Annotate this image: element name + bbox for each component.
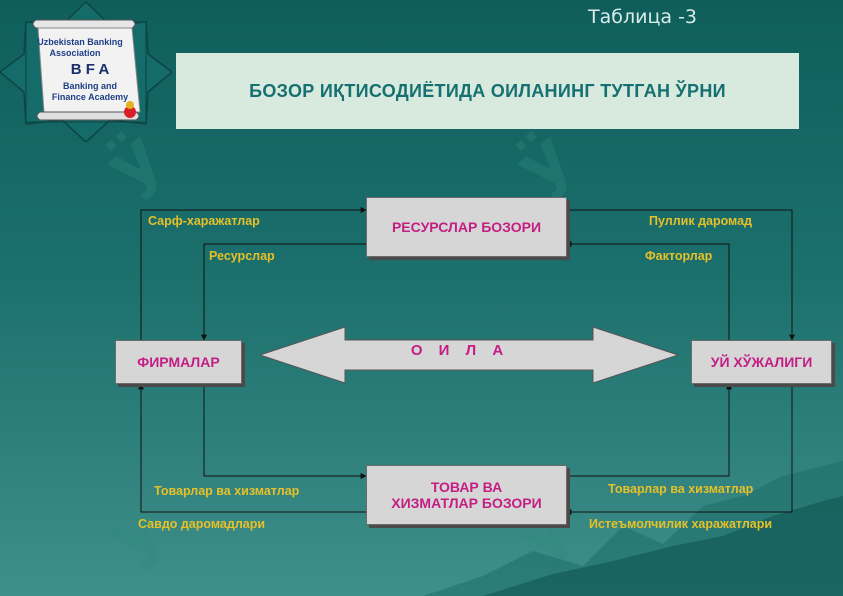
family-label: О И Л А: [410, 342, 510, 359]
bfa-logo: [0, 0, 172, 142]
goods-market-label-line1: ТОВАР ВА: [430, 479, 503, 495]
page-title: БОЗОР ИҚТИСОДИЁТИДА ОИЛАНИНГ ТУТГАН ЎРНИ: [249, 80, 726, 101]
arrow-goods-services-right: [566, 383, 732, 477]
label-factors: Факторлар: [645, 249, 713, 263]
arrow-resources: [201, 243, 366, 341]
mountain-decoration: [423, 461, 843, 596]
resource-market-label: РЕСУРСЛАР БОЗОРИ: [391, 219, 542, 235]
logo-line2: Association: [49, 48, 101, 58]
label-consumer-spending: Истеъмолчилик харажатлари: [589, 517, 773, 531]
arrow-expenses: [140, 207, 367, 341]
logo-line4: Finance Academy: [51, 92, 129, 102]
arrow-goods-services-left: [203, 383, 367, 479]
title-bar: БОЗОР ИҚТИСОДИЁТИДА ОИЛАНИНГ ТУТГАН ЎРНИ: [176, 53, 799, 129]
resource-market-box: РЕСУРСЛАР БОЗОРИ: [366, 197, 567, 257]
table-number: Таблица -3: [588, 6, 698, 28]
arrow-factors: [565, 241, 730, 340]
label-resources: Ресурслар: [209, 249, 275, 263]
label-money-income: Пуллик даромад: [649, 214, 753, 228]
label-goods-services-right: Товарлар ва хизматлар: [608, 482, 754, 496]
logo-line3: Banking and: [62, 81, 117, 91]
family-double-arrow: [258, 326, 680, 384]
logo-acronym: B F A: [70, 61, 110, 78]
firms-box: ФИРМАЛАР: [115, 340, 242, 384]
goods-market-label-line2: ХИЗМАТЛАР БОЗОРИ: [391, 495, 542, 511]
households-label: УЙ ХЎЖАЛИГИ: [710, 354, 813, 370]
arrow-money-income: [566, 209, 795, 341]
households-box: УЙ ХЎЖАЛИГИ: [691, 340, 832, 384]
label-goods-services-left: Товарлар ва хизматлар: [154, 484, 300, 498]
arrow-consumer-spending: [565, 383, 793, 515]
logo-line1: Uzbekistan Banking: [37, 37, 123, 47]
goods-market-box: ТОВАР ВА ХИЗМАТЛАР БОЗОРИ: [366, 465, 567, 525]
label-trade-income: Савдо даромадлари: [138, 517, 266, 531]
firms-label: ФИРМАЛАР: [137, 354, 220, 370]
arrow-trade-income: [138, 383, 366, 513]
label-expenses: Сарф-харажатлар: [148, 214, 260, 228]
